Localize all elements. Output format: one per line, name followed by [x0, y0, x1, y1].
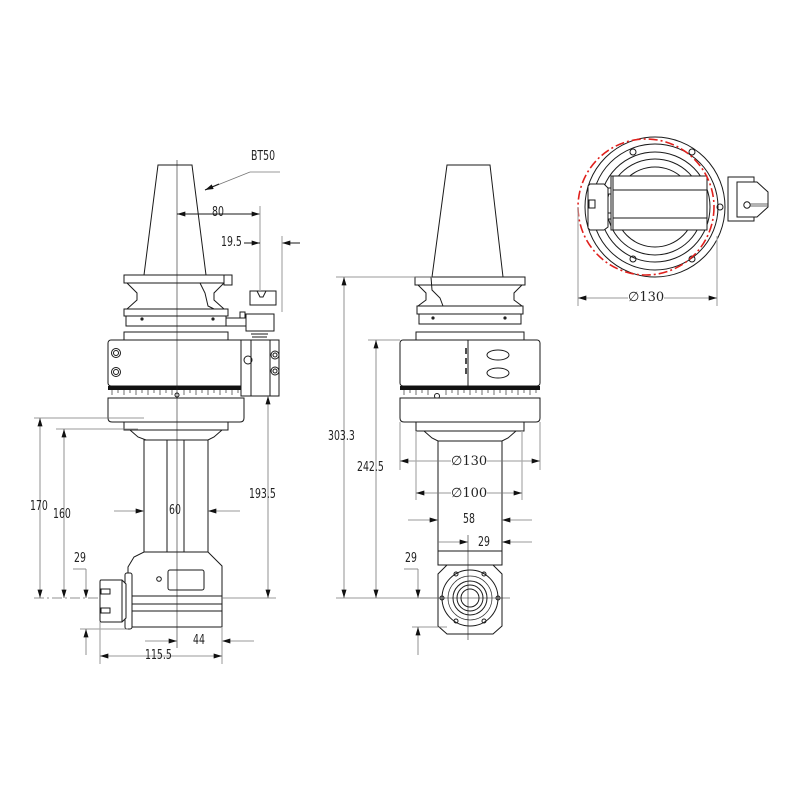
bt50-label: BT50: [251, 149, 276, 164]
bottom-view: [577, 136, 769, 306]
dim-242-5: 242.5: [357, 460, 384, 475]
dim-170: 170: [30, 499, 48, 514]
dim-80: 80: [212, 205, 224, 220]
scale-ticks: [111, 390, 239, 395]
dim-19-5: 19.5: [221, 235, 242, 250]
dim-phi100: ∅100: [451, 486, 488, 501]
side-view: [34, 160, 300, 664]
dim-phi130-front: ∅130: [451, 454, 488, 469]
dim-115-5: 115.5: [145, 648, 172, 663]
dim-29-front-b: 29: [405, 551, 417, 566]
dim-29-front-a: 29: [478, 535, 490, 550]
dim-160: 160: [53, 507, 71, 522]
dim-phi130-bottom: ∅130: [628, 290, 665, 305]
dim-44: 44: [193, 633, 205, 648]
dim-58: 58: [463, 512, 475, 527]
dim-193-5: 193.5: [249, 487, 276, 502]
front-view: [336, 164, 541, 655]
swing-circle: [577, 138, 715, 276]
dim-60: 60: [169, 503, 181, 518]
dim-303-3: 303.3: [328, 429, 355, 444]
dim-29-side: 29: [74, 551, 86, 566]
